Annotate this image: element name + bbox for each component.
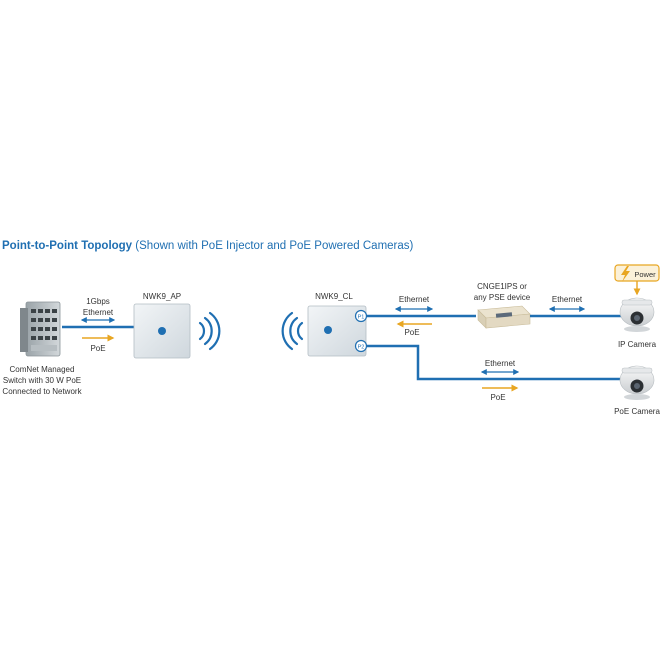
ap-label: NWK9_AP (143, 292, 181, 301)
cl-port-1-label: P1 (358, 315, 365, 321)
switch-ap-label-1: 1Gbps (86, 297, 110, 306)
poe-injector (477, 305, 531, 329)
ip-camera (619, 297, 655, 332)
switch-caption-1: ComNet Managed (10, 365, 75, 374)
switch-caption-3: Connected to Network (2, 387, 82, 396)
poe-camera (619, 365, 655, 400)
switch-caption-2: Switch with 30 W PoE (3, 376, 81, 385)
ap-panel (133, 303, 191, 359)
diagram-title: Point-to-Point Topology (Shown with PoE … (2, 240, 413, 252)
switch-ap-poe-label: PoE (90, 344, 105, 353)
title-normal: (Shown with PoE Injector and PoE Powered… (135, 240, 414, 252)
cl-wireless-icon (281, 311, 304, 351)
cl-injector-poe-label: PoE (404, 328, 419, 337)
cl-port-1: P1 (354, 309, 368, 323)
power-label: Power (634, 270, 656, 279)
cl-port-2: P2 (354, 339, 368, 353)
cl-poecam-cable (367, 344, 622, 381)
cl-injector-ethernet-label: Ethernet (399, 295, 430, 304)
ap-wireless-icon (198, 311, 221, 351)
lightning-icon (621, 266, 630, 282)
power-badge: Power (614, 264, 660, 296)
managed-switch (20, 301, 61, 357)
injector-camera-ethernet-label: Ethernet (552, 295, 583, 304)
cl-poecam-poe-label: PoE (490, 393, 505, 402)
poe-camera-label: PoE Camera (614, 407, 660, 416)
cl-label: NWK9_CL (315, 292, 353, 301)
title-bold: Point-to-Point Topology (2, 240, 133, 252)
cl-poecam-ethernet-label: Ethernet (485, 359, 516, 368)
injector-label-2: any PSE device (474, 293, 531, 302)
ip-camera-label: IP Camera (618, 340, 657, 349)
cl-port-2-label: P2 (358, 345, 365, 351)
switch-ap-label-2: Ethernet (83, 308, 114, 317)
injector-label-1: CNGE1IPS or (477, 282, 527, 291)
cl-panel (307, 305, 367, 357)
